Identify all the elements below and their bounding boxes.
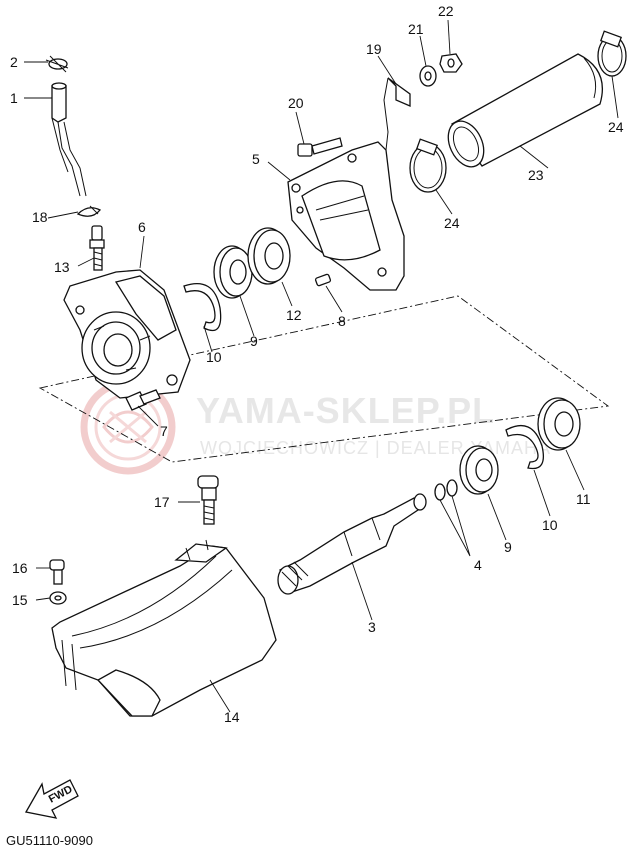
callout-20: 20	[288, 95, 304, 111]
callout-24-top: 24	[608, 119, 624, 135]
callout-8: 8	[338, 313, 346, 329]
part-3-drive-shaft	[277, 493, 427, 595]
callout-1: 1	[10, 90, 18, 106]
callout-7: 7	[160, 423, 168, 439]
callout-labels: 1 2 3 4 5 6 7 8 9 9 10 10 11 12 13 14 15…	[10, 3, 624, 725]
callout-23: 23	[528, 167, 544, 183]
part-2-clamp	[45, 55, 69, 73]
callout-15: 15	[12, 592, 28, 608]
part-24-hose-clamp-middle	[409, 138, 447, 193]
callout-17: 17	[154, 494, 170, 510]
part-8-pin	[314, 273, 332, 287]
diagram-code: GU51110-9090	[6, 833, 93, 848]
part-11-bearing	[537, 397, 581, 451]
callout-11: 11	[576, 491, 591, 507]
part-1-hose	[51, 82, 87, 197]
callout-9-upper: 9	[250, 333, 258, 349]
part-15-washer	[49, 591, 67, 605]
callout-24-middle: 24	[444, 215, 460, 231]
callout-10-lower: 10	[542, 517, 558, 533]
callout-9-lower: 9	[504, 539, 512, 555]
part-6-bearing-housing	[63, 269, 191, 399]
part-13-fitting	[89, 225, 105, 271]
callout-6: 6	[138, 219, 146, 235]
part-19-bracket	[383, 77, 411, 151]
callout-3: 3	[368, 619, 376, 635]
watermark-title: YAMA-SKLEP.PL	[196, 390, 495, 431]
part-17-bolt	[197, 475, 219, 525]
callout-19: 19	[366, 41, 382, 57]
fwd-arrow: FWD	[24, 779, 79, 819]
part-21-washer	[419, 65, 437, 87]
part-22-nut	[439, 53, 463, 73]
part-24-hose-clamp-top	[597, 30, 627, 77]
assembly-plane	[38, 295, 610, 463]
callout-14: 14	[224, 709, 240, 725]
callout-5: 5	[252, 151, 260, 167]
part-7-bolt	[125, 389, 161, 411]
part-23-hose	[447, 53, 604, 168]
part-10-circlip-lower	[505, 425, 545, 470]
part-18-clip	[76, 205, 102, 217]
callout-21: 21	[408, 21, 424, 37]
part-4-o-rings	[434, 479, 458, 501]
part-12-bearing	[247, 227, 291, 285]
callout-13: 13	[54, 259, 70, 275]
part-10-circlip-upper	[183, 282, 222, 332]
callout-22: 22	[438, 3, 454, 19]
callout-10-upper: 10	[206, 349, 222, 365]
part-9-bearing-lower	[459, 445, 499, 495]
part-14-cover	[51, 539, 277, 717]
watermark-subtitle: WOJCIECHOWICZ | DEALER YAMAHA	[200, 438, 551, 458]
watermark: YAMA-SKLEP.PL WOJCIECHOWICZ | DEALER YAM…	[80, 379, 551, 475]
part-9-bearing-upper	[213, 245, 253, 299]
callout-16: 16	[12, 560, 28, 576]
part-20-bolt	[297, 137, 343, 157]
part-5-intake-housing	[287, 141, 405, 291]
callout-2: 2	[10, 54, 18, 70]
callout-4: 4	[474, 557, 482, 573]
callout-12: 12	[286, 307, 302, 323]
callout-18: 18	[32, 209, 48, 225]
part-16-bolt	[49, 559, 65, 585]
leader-lines	[24, 19, 619, 713]
